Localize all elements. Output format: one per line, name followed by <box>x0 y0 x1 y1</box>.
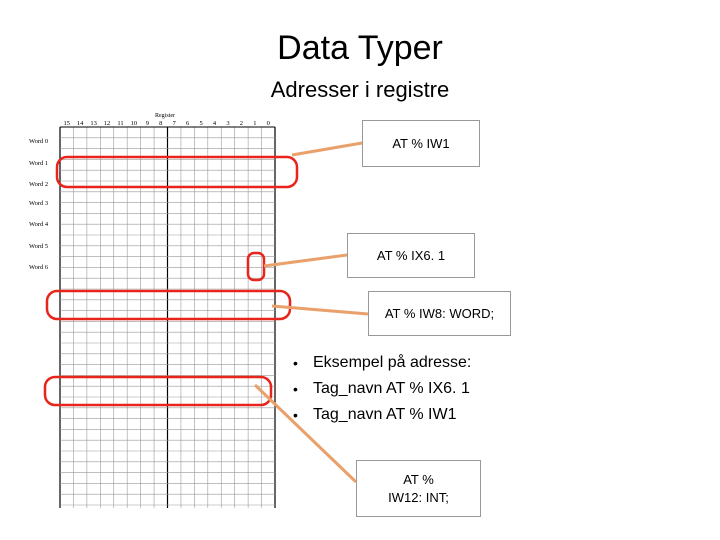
bullet-text: Tag_navn AT % IX6. 1 <box>313 380 470 397</box>
highlight-word-12 <box>43 375 273 407</box>
word-label: Word 1 <box>29 160 48 167</box>
bit-label: 8 <box>159 120 162 127</box>
bit-label: 2 <box>240 120 243 127</box>
bit-label: 1 <box>253 120 256 127</box>
bit-label: 14 <box>77 120 84 127</box>
word-label: Word 0 <box>29 138 48 145</box>
bullet-text: Eksempel på adresse: <box>313 354 472 371</box>
leader-iw8 <box>271 304 369 316</box>
highlight-word-8 <box>45 289 292 321</box>
highlight-word-1 <box>55 155 299 189</box>
callout-iw12-line2: IW12: INT; <box>388 489 449 505</box>
bullet-item: • Eksempel på adresse: <box>293 350 713 376</box>
bullet-icon: • <box>293 381 298 397</box>
word-label: Word 3 <box>29 200 48 207</box>
leader-iw12 <box>253 383 358 484</box>
callout-iw12: AT % IW12: INT; <box>356 460 481 517</box>
callout-ix61: AT % IX6. 1 <box>347 233 475 278</box>
callout-iw1: AT % IW1 <box>362 120 480 167</box>
callout-iw1-text: AT % IW1 <box>392 136 450 151</box>
bit-label: 15 <box>63 120 70 127</box>
leader-iw1 <box>291 141 363 157</box>
leader-lines <box>253 141 369 484</box>
bullet-item: • Tag_navn AT % IW1 <box>293 402 713 428</box>
callout-ix61-text: AT % IX6. 1 <box>376 248 446 263</box>
bit-label: 9 <box>146 120 149 127</box>
register-grid <box>59 126 276 508</box>
bit-label: 11 <box>117 120 123 127</box>
bit-label: 13 <box>90 120 97 127</box>
word-label: Word 2 <box>29 181 48 188</box>
leader-ix61 <box>263 253 348 268</box>
bit-label: 6 <box>186 120 190 127</box>
bullet-icon: • <box>293 355 298 371</box>
callout-iw8: AT % IW8: WORD; <box>368 291 511 336</box>
bullet-text: Tag_navn AT % IW1 <box>313 406 457 423</box>
callout-iw8-text: AT % IW8: WORD; <box>384 306 495 321</box>
highlight-bit-6-1 <box>246 251 266 282</box>
bullet-item: • Tag_navn AT % IX6. 1 <box>293 376 713 402</box>
bullet-list: • Eksempel på adresse: • Tag_navn AT % IX6… <box>293 350 713 428</box>
highlight-group <box>43 155 299 407</box>
word-label: Word 4 <box>29 221 49 228</box>
bit-label: 5 <box>199 120 202 127</box>
bullet-icon: • <box>293 407 298 423</box>
slide-title: Data Typer <box>277 29 443 67</box>
word-label: Word 6 <box>29 264 49 271</box>
bit-label: 4 <box>213 120 217 127</box>
callout-iw12-line1: AT % <box>403 471 434 487</box>
bit-label: 12 <box>104 120 111 127</box>
bit-label: 3 <box>226 120 229 127</box>
bit-label: 0 <box>267 120 270 127</box>
bit-label: 10 <box>131 120 138 127</box>
bit-label: 7 <box>173 120 177 127</box>
register-label: Register <box>155 113 175 119</box>
word-label: Word 5 <box>29 243 48 250</box>
slide-subtitle: Adresser i registre <box>270 77 450 102</box>
